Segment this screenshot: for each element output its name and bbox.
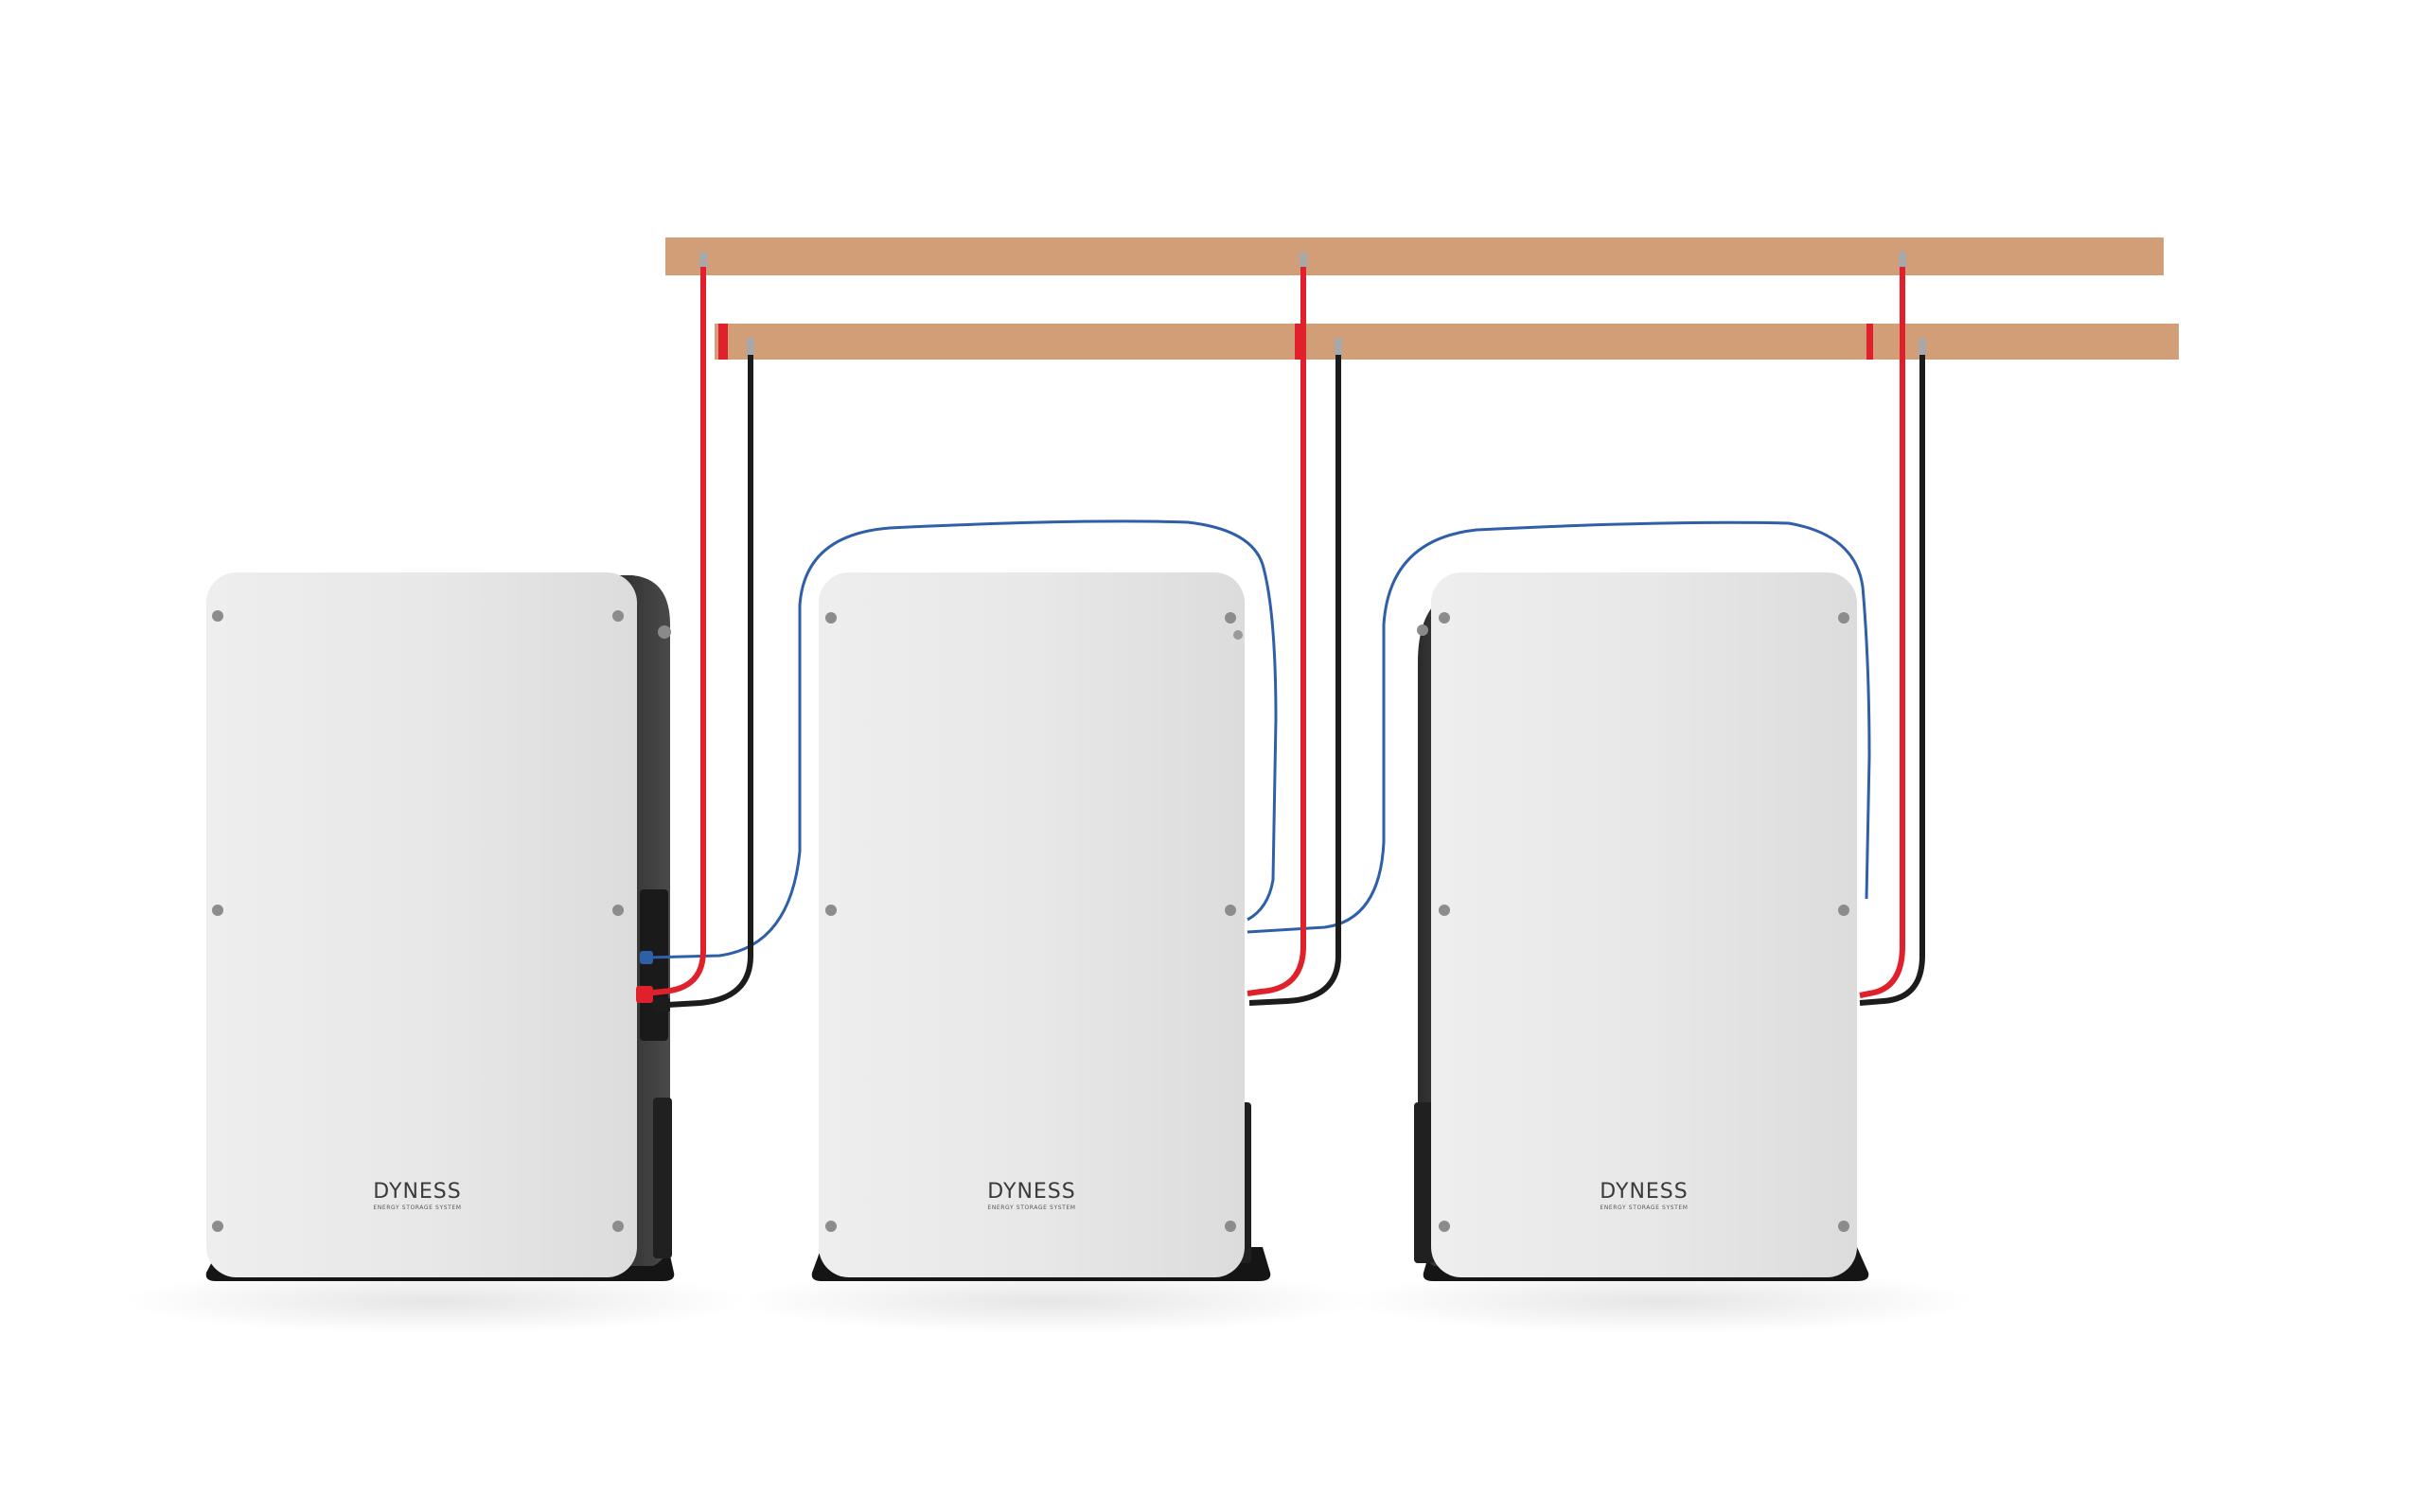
terminal-lug [699, 252, 707, 271]
busbar-negative [715, 324, 2179, 360]
screw-icon [612, 610, 624, 622]
screw-icon [1439, 905, 1450, 916]
screw-icon [825, 1221, 837, 1232]
busbar-terminals [699, 252, 1926, 357]
screw-icon [612, 1221, 624, 1232]
screw-icon [1439, 612, 1450, 624]
comm-connector-1 [640, 951, 653, 964]
battery-brand-logo: DYNESS [987, 1180, 1075, 1204]
screw-icon [1225, 612, 1236, 624]
busbar-cable-pass-marker [1866, 324, 1873, 360]
positive-connector-1 [636, 986, 653, 1003]
battery-brand-subtitle: ENERGY STORAGE SYSTEM [1600, 1204, 1688, 1211]
battery-brand-subtitle: ENERGY STORAGE SYSTEM [987, 1204, 1075, 1211]
positive-cable-2 [1247, 267, 1306, 996]
busbar-cable-pass-marker [1295, 324, 1304, 360]
battery-front-panel-1 [206, 572, 637, 1277]
screw-icon [1838, 1221, 1849, 1232]
battery-side-bolt-3 [1417, 624, 1428, 636]
negative-cable-1 [666, 355, 753, 1008]
screw-icon [1439, 1221, 1450, 1232]
floor-shadow-2 [738, 1268, 1363, 1334]
screw-icon [212, 905, 223, 916]
battery-brand-logo: DYNESS [1600, 1180, 1688, 1204]
battery-front-panel-3 [1431, 572, 1857, 1277]
battery-side-bolt-1 [658, 625, 671, 639]
terminal-lug [747, 338, 754, 357]
battery-unit-3: DYNESS ENERGY STORAGE SYSTEM [1414, 572, 1869, 1281]
battery-side-bolt-2 [1233, 630, 1243, 640]
battery-side-foot-3 [1414, 1102, 1435, 1263]
terminal-lug [1335, 338, 1342, 357]
negative-connector-1 [653, 997, 670, 1012]
negative-cable-3 [1859, 355, 1925, 1006]
positive-cable-3 [1859, 267, 1905, 998]
terminal-lug [1300, 252, 1307, 271]
screw-icon [1225, 1221, 1236, 1232]
battery-unit-1: DYNESS ENERGY STORAGE SYSTEM [205, 572, 675, 1281]
floor-shadow-1 [123, 1268, 748, 1334]
screw-icon [825, 612, 837, 624]
terminal-lug [1899, 252, 1906, 271]
battery-brand-logo: DYNESS [373, 1180, 461, 1204]
battery-brand-subtitle: ENERGY STORAGE SYSTEM [373, 1204, 461, 1211]
screw-icon [212, 610, 223, 622]
comm-cable-1-2 [646, 519, 1278, 959]
busbar-positive [665, 237, 2164, 275]
screw-icon [1838, 612, 1849, 624]
screw-icon [1838, 905, 1849, 916]
negative-cable-2 [1248, 355, 1341, 1006]
busbar-cable-pass-marker [718, 324, 728, 360]
battery-side-foot-1 [653, 1098, 672, 1258]
screw-icon [1225, 905, 1236, 916]
terminal-lug [1919, 338, 1926, 357]
positive-cable-1 [645, 267, 706, 996]
comm-cable-2-3 [1247, 520, 1871, 934]
screw-icon [825, 905, 837, 916]
battery-port-panel-1 [640, 889, 668, 1041]
screw-icon [612, 905, 624, 916]
screw-icon [212, 1221, 223, 1232]
battery-unit-2: DYNESS ENERGY STORAGE SYSTEM [811, 572, 1271, 1281]
floor-shadow-3 [1349, 1268, 1973, 1334]
battery-front-panel-2 [819, 572, 1245, 1277]
